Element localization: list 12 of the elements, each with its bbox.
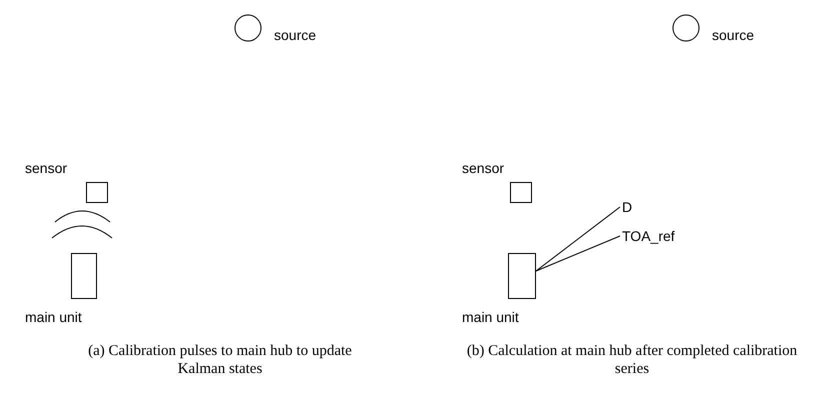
caption-text: source bbox=[712, 27, 754, 43]
leader-line bbox=[536, 206, 620, 272]
leader-label: TOA_ref bbox=[622, 228, 675, 244]
unit-label: main unit bbox=[25, 309, 82, 325]
leader-label: D bbox=[622, 199, 632, 215]
caption-text: source bbox=[274, 27, 316, 43]
unit-label: sensor bbox=[462, 160, 504, 176]
unit-label: main unit bbox=[462, 309, 519, 325]
unit-label: sensor bbox=[25, 160, 68, 176]
figure-caption: (b) Calculation at main hub after completed calibration series bbox=[466, 342, 798, 378]
figure-caption: (a) Calibration pulses to main hub to update Kalman states bbox=[87, 342, 353, 378]
leader-line bbox=[536, 236, 620, 272]
